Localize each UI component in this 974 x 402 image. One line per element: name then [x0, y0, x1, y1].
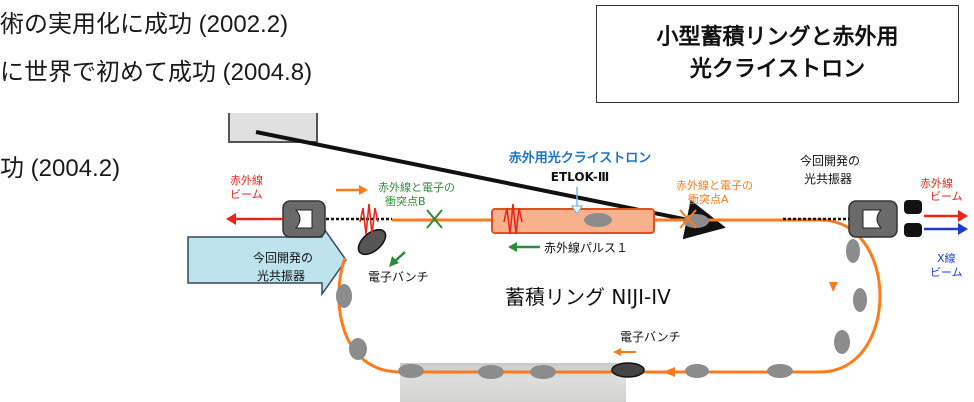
collision-a-label-2: 衝突点A [688, 192, 729, 206]
electron-bunch-left-label: 電子バンチ [368, 270, 429, 284]
resonator-left-label-1: 今回開発の [253, 250, 313, 265]
ir-beam-right-label-2: ビーム [930, 190, 963, 203]
ring-name-label: 蓄積リング NIJI-IV [505, 285, 671, 309]
resonator-left-mirror-icon [294, 209, 313, 229]
electron-bunch-bottom-label: 電子バンチ [620, 330, 681, 344]
title-line-1: 小型蓄積リングと赤外用 [656, 25, 899, 51]
resonator-right-block-bottom [904, 223, 922, 237]
ir-pulse-wave-center [503, 203, 523, 235]
electron-bunch-left-dark [357, 228, 387, 256]
body-text-line-2: に世界で初めて成功 (2004.8) [0, 59, 313, 86]
ring-arrow-bottom [663, 367, 675, 377]
ir-beam-left-label-1: 赤外線 [230, 173, 263, 187]
title-box: 小型蓄積リングと赤外用 光クライストロン [596, 5, 959, 103]
storage-ring-path [337, 218, 882, 374]
xray-beam-label-2: ビーム [930, 266, 963, 279]
ir-pulse-wave-left [359, 203, 379, 235]
collision-b-cross [426, 209, 443, 229]
ir-beam-right-label-1: 赤外線 [920, 176, 953, 190]
photo-fragment-bottom [400, 363, 626, 402]
collision-b-label-1: 赤外線と電子の [378, 180, 455, 194]
ring-arrow-right [829, 282, 838, 292]
klystron-tube [491, 208, 655, 234]
resonator-left-label-2: 光共振器 [257, 269, 305, 283]
collision-b-label-2: 衝突点B [385, 194, 426, 208]
photo-fragment-top [228, 113, 318, 143]
electron-bunch-bottom-dark [611, 362, 645, 378]
xray-beam-label-1: X線 [937, 251, 956, 265]
resonator-right-block-top [904, 200, 922, 214]
body-text-line-1: 術の実用化に成功 (2002.2) [0, 11, 289, 38]
body-text-line-3: 功 (2004.2) [0, 155, 121, 182]
resonator-right-label-1: 今回開発の [800, 153, 860, 168]
klystron-model: ETLOK-Ⅲ [551, 170, 609, 184]
collision-a-label-1: 赤外線と電子の [676, 178, 753, 192]
ir-pulse-label: 赤外線パルス１ [544, 240, 628, 255]
klystron-label: 赤外用光クライストロン [509, 150, 652, 166]
resonator-right-mirror-icon [862, 209, 883, 229]
ir-beam-left-label-2: ビーム [230, 188, 263, 201]
collision-a-cross [679, 209, 697, 229]
title-line-2: 光クライストロン [689, 57, 866, 82]
resonator-right-label-2: 光共振器 [804, 172, 852, 186]
electron-bunches [336, 213, 867, 379]
